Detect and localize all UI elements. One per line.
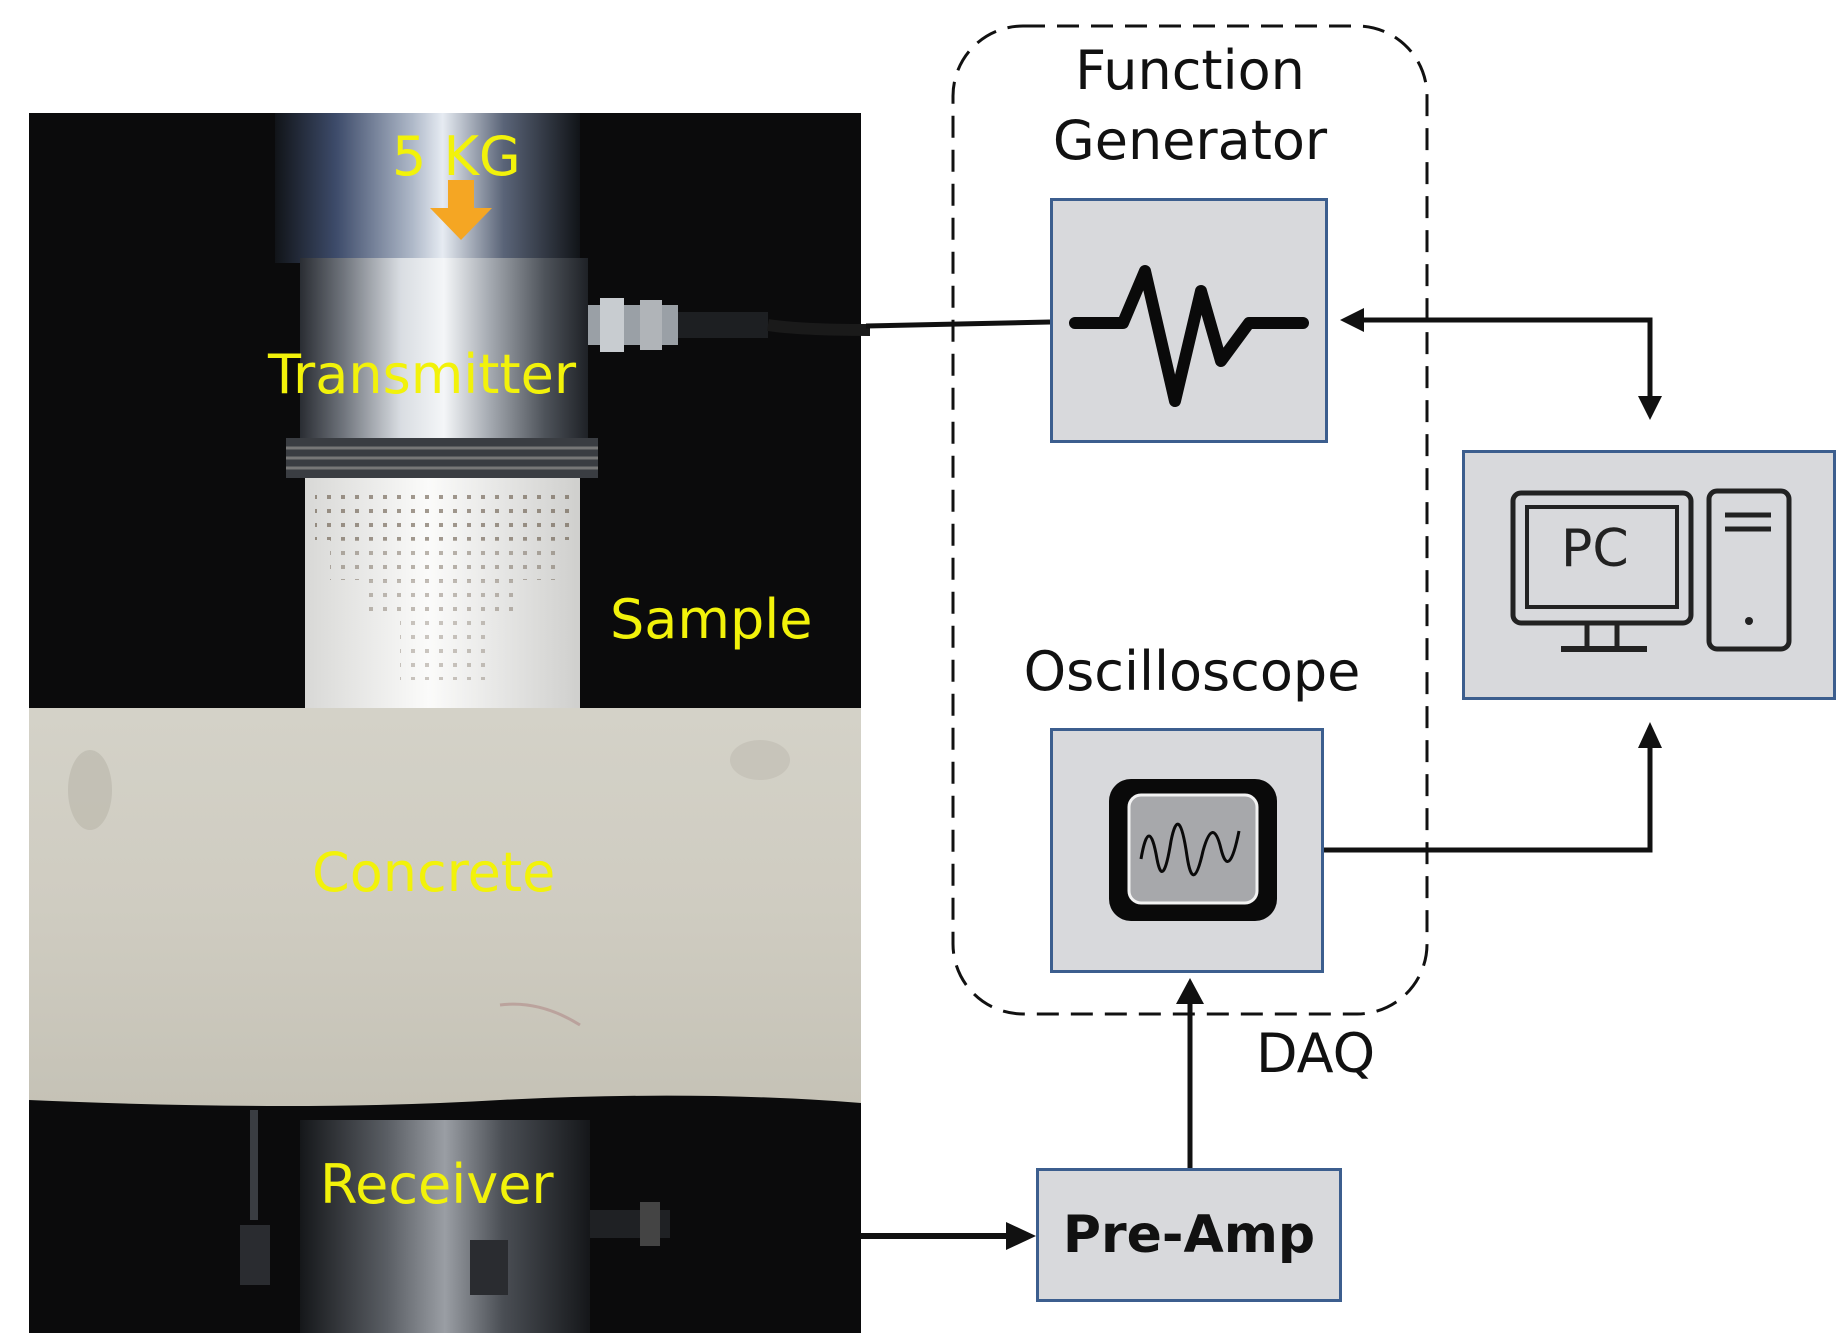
preamp-label: Pre-Amp [1062,1205,1316,1265]
concrete-block [29,708,861,1106]
oscilloscope-label: Oscilloscope [1023,640,1361,703]
receiver-body [300,1120,590,1333]
transmitter-cable [865,319,1051,329]
pc-box: PC [1462,450,1836,700]
oscilloscope-box [1050,728,1324,973]
waveform-icon [1069,265,1309,407]
weight-arrow-icon [448,180,474,210]
weight-label: 5 KG [392,125,521,188]
fg-pc-link [1346,317,1653,414]
weight-cylinder [275,113,580,263]
oscilloscope-icon [1109,779,1277,921]
osc-pc-link [1324,736,1653,853]
daq-label: DAQ [1256,1022,1376,1085]
pc-label: PC [1561,519,1629,579]
receiver-label: Receiver [320,1153,554,1216]
transmitter-label: Transmitter [268,343,577,406]
function-generator-box [1050,198,1328,443]
preamp-box: Pre-Amp [1036,1168,1342,1302]
transmitter-body [300,258,588,438]
concrete-label: Concrete [312,841,556,904]
function-generator-label: Function Generator [1052,39,1328,173]
computer-icon [1510,488,1792,652]
sample-label: Sample [610,588,813,651]
